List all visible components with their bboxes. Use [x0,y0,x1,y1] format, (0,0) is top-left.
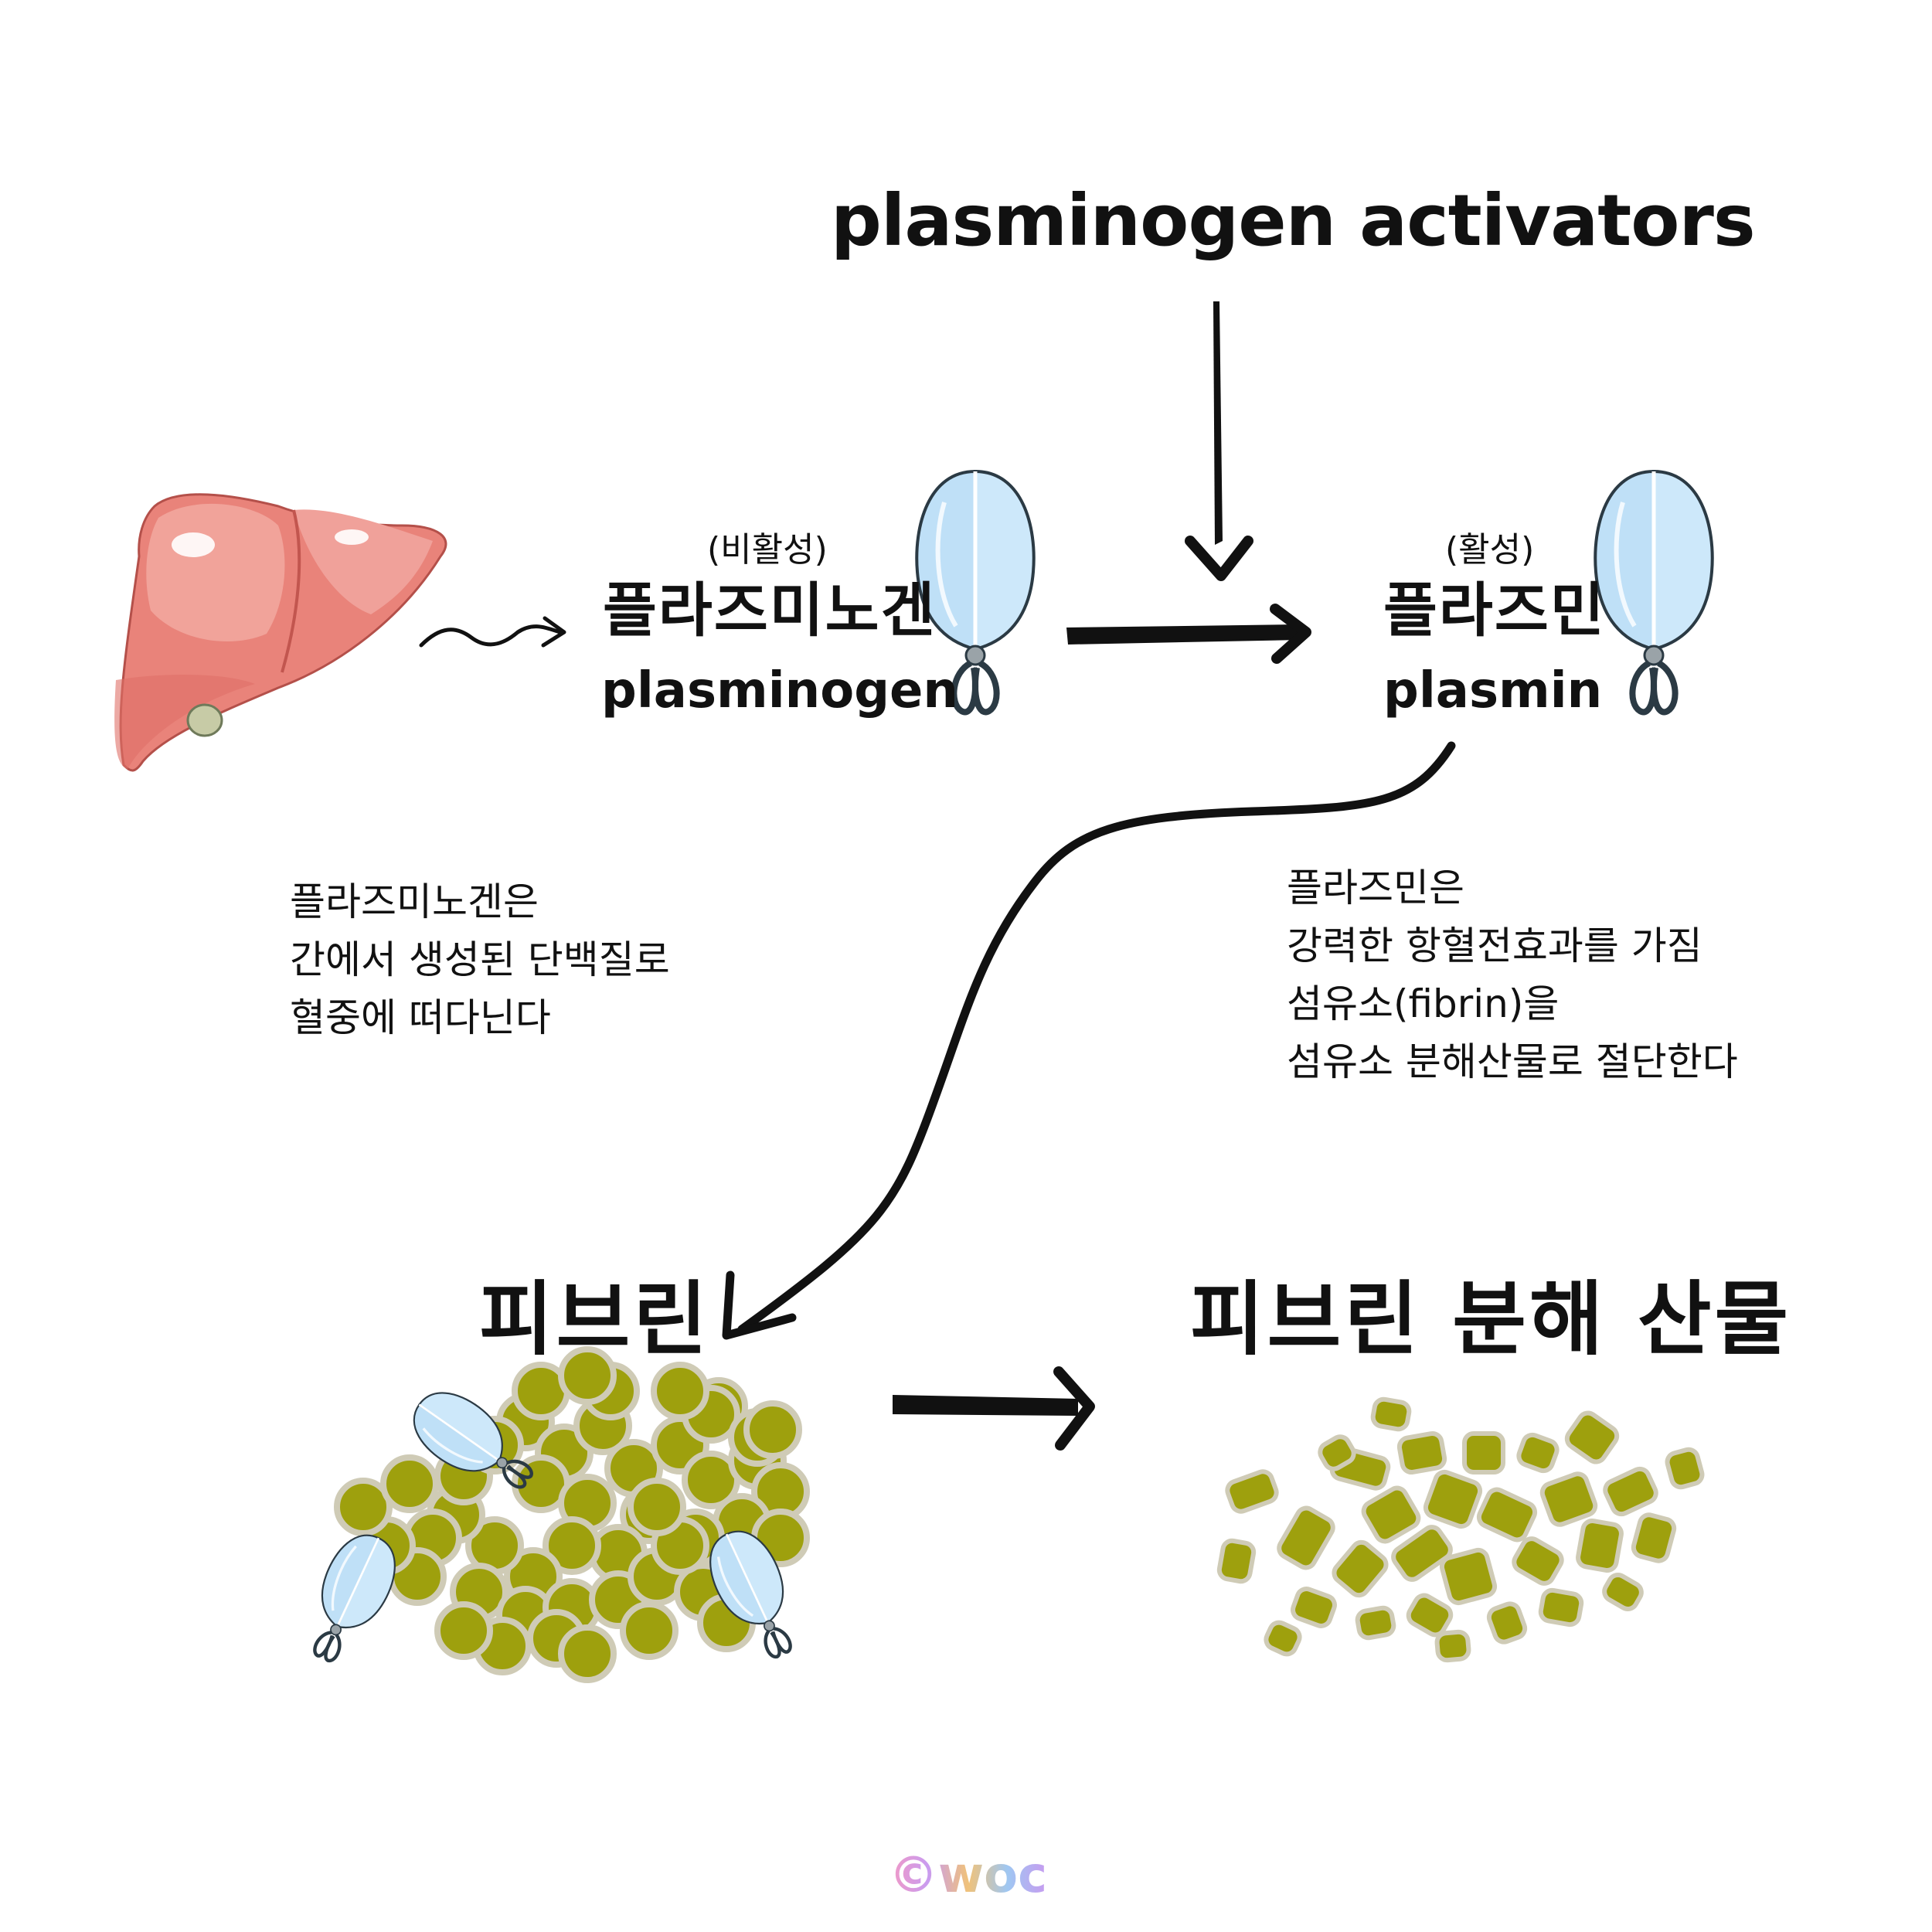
activators-label: plasminogen activators [831,179,1756,262]
conversion-arrow [1066,604,1311,664]
plasminogen-note: 플라즈미노겐은 간에서 생성된 단백질로 혈중에 떠다닌다 [290,879,670,1040]
degradation-arrow [893,1366,1095,1451]
cleavage-arrow [737,741,1456,1334]
fibrin-mesh [334,1346,810,1683]
plasmin-english: plasmin [1383,662,1603,719]
activation-arrow [1185,301,1253,581]
scissors-icon [1595,471,1712,712]
credit-watermark: ©woc [889,1847,1048,1904]
plasmin-state: (활성) [1445,530,1535,570]
plasminogen-english: plasminogen [601,662,958,719]
fibrin-products-label: 피브린 분해 산물 [1190,1272,1792,1366]
secretion-arrow [419,624,563,648]
plasmin-note: 플라즈민은 강력한 항혈전효과를 가짐 섬유소(fibrin)을 섬유소 분해산… [1287,866,1738,1084]
liver-icon [114,493,447,772]
fibrin-label: 피브린 [479,1272,711,1366]
plasmin-korean: 플라즈민 [1383,576,1606,645]
fibrin-fragments [1216,1396,1705,1663]
plasminogen-state: (비활성) [707,530,828,570]
plasminogen-korean: 플라즈미노겐 [603,576,937,645]
